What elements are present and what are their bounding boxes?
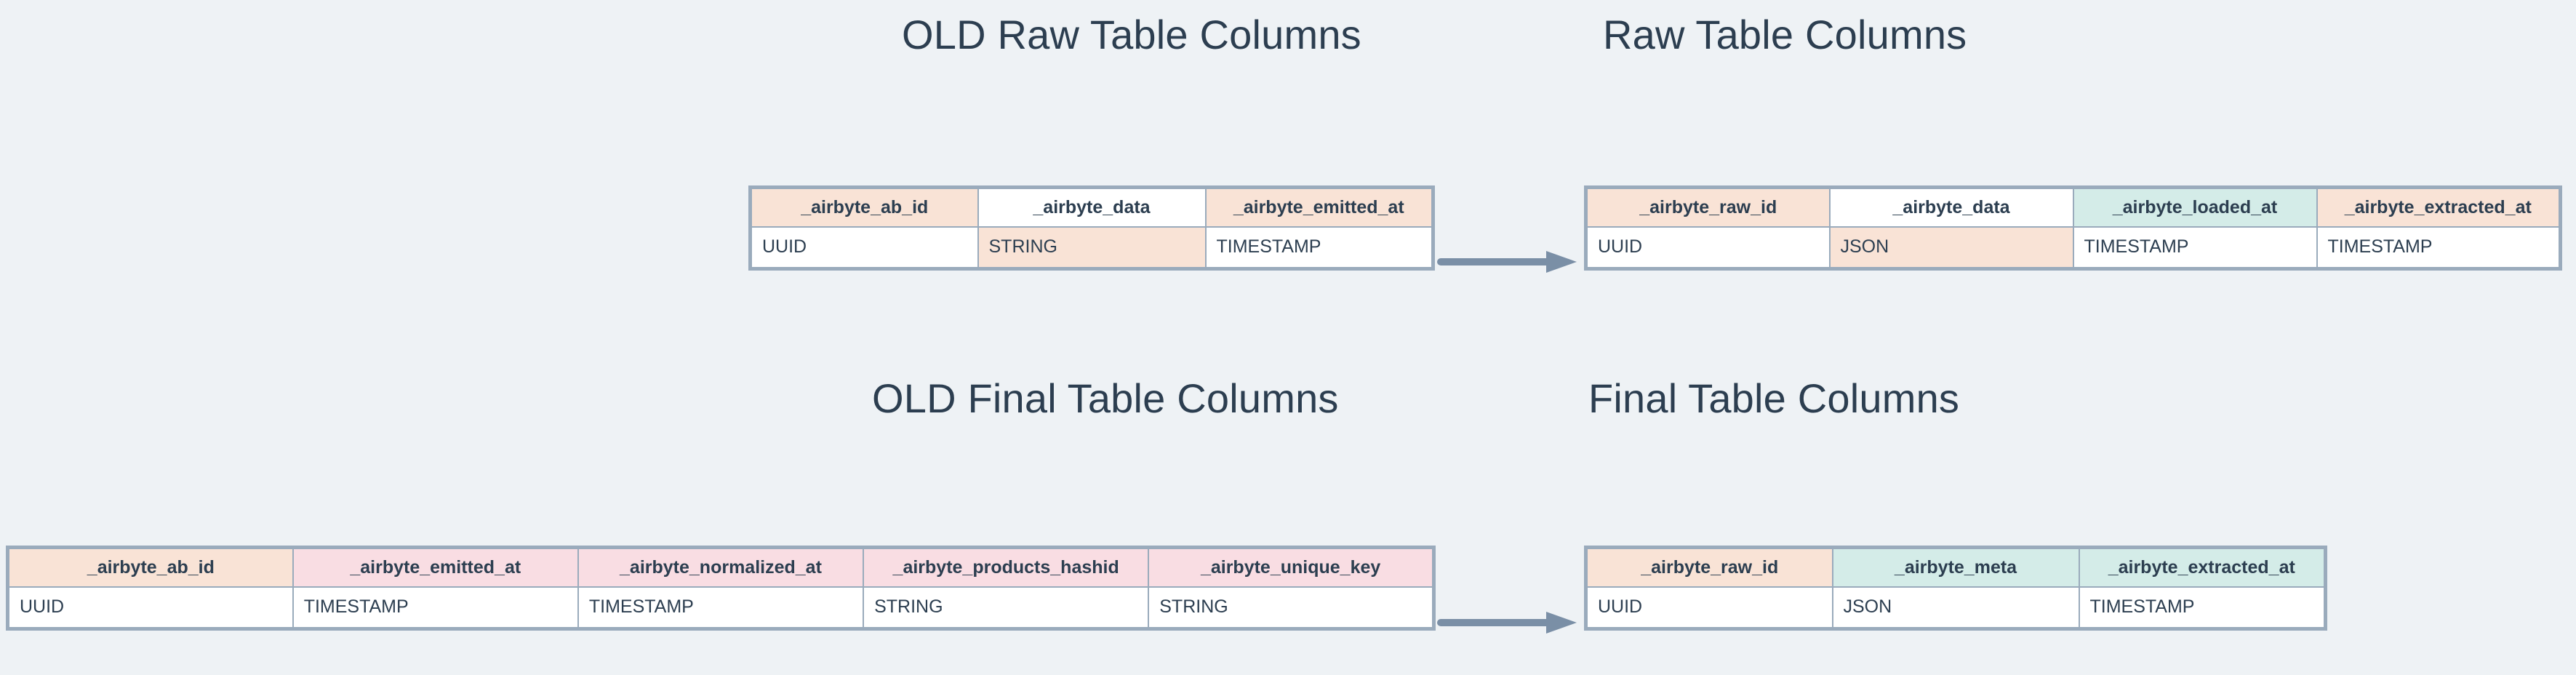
column-type-cell: STRING bbox=[1148, 586, 1435, 630]
column-type-cell: UUID bbox=[7, 586, 294, 630]
new-raw-schema-table: _airbyte_raw_id_airbyte_data_airbyte_loa… bbox=[1584, 185, 2562, 271]
column-type-cell: STRING bbox=[863, 586, 1150, 630]
old-final-table-title: OLD Final Table Columns bbox=[872, 375, 1339, 421]
column-header-cell: _airbyte_ab_id bbox=[749, 186, 979, 228]
column-type-cell: STRING bbox=[977, 225, 1207, 270]
column-type-cell: TIMESTAMP bbox=[2078, 586, 2327, 630]
column-type-cell: JSON bbox=[1831, 586, 2080, 630]
raw-migration-arrow bbox=[1437, 247, 1584, 276]
new-final-table-title: Final Table Columns bbox=[1588, 375, 1960, 421]
new-raw-table-title: Raw Table Columns bbox=[1603, 12, 1967, 57]
column-header-cell: _airbyte_emitted_at bbox=[1204, 186, 1434, 228]
arrow-right-icon bbox=[1437, 251, 1577, 273]
column-header-cell: _airbyte_raw_id bbox=[1585, 546, 1833, 588]
new-final-schema-table: _airbyte_raw_id_airbyte_meta_airbyte_ext… bbox=[1584, 546, 2327, 631]
column-header-cell: _airbyte_ab_id bbox=[7, 546, 294, 588]
old-final-schema-table: _airbyte_ab_id_airbyte_emitted_at_airbyt… bbox=[6, 546, 1436, 631]
column-header-cell: _airbyte_emitted_at bbox=[292, 546, 579, 588]
old-raw-schema-table: _airbyte_ab_id_airbyte_data_airbyte_emit… bbox=[748, 185, 1435, 271]
column-type-cell: TIMESTAMP bbox=[577, 586, 865, 630]
column-type-cell: TIMESTAMP bbox=[1204, 225, 1434, 270]
column-header-cell: _airbyte_data bbox=[1828, 186, 2074, 228]
column-header-cell: _airbyte_meta bbox=[1831, 546, 2080, 588]
column-type-cell: UUID bbox=[749, 225, 979, 270]
column-type-cell: TIMESTAMP bbox=[292, 586, 579, 630]
arrow-right-icon bbox=[1437, 612, 1577, 634]
column-header-cell: _airbyte_loaded_at bbox=[2072, 186, 2318, 228]
table-header-row: _airbyte_raw_id_airbyte_data_airbyte_loa… bbox=[1585, 186, 2561, 228]
final-migration-arrow bbox=[1437, 608, 1584, 637]
column-type-cell: TIMESTAMP bbox=[2316, 225, 2561, 270]
column-header-cell: _airbyte_unique_key bbox=[1148, 546, 1435, 588]
column-type-cell: TIMESTAMP bbox=[2072, 225, 2318, 270]
table-header-row: _airbyte_ab_id_airbyte_data_airbyte_emit… bbox=[749, 186, 1434, 228]
column-header-cell: _airbyte_products_hashid bbox=[863, 546, 1150, 588]
column-header-cell: _airbyte_normalized_at bbox=[577, 546, 865, 588]
column-type-cell: UUID bbox=[1585, 225, 1831, 270]
column-header-cell: _airbyte_extracted_at bbox=[2316, 186, 2561, 228]
column-header-cell: _airbyte_raw_id bbox=[1585, 186, 1831, 228]
column-type-cell: UUID bbox=[1585, 586, 1833, 630]
column-header-cell: _airbyte_data bbox=[977, 186, 1207, 228]
column-type-cell: JSON bbox=[1828, 225, 2074, 270]
table-header-row: _airbyte_raw_id_airbyte_meta_airbyte_ext… bbox=[1585, 546, 2327, 588]
old-raw-table-title: OLD Raw Table Columns bbox=[902, 12, 1361, 57]
column-header-cell: _airbyte_extracted_at bbox=[2078, 546, 2327, 588]
table-header-row: _airbyte_ab_id_airbyte_emitted_at_airbyt… bbox=[7, 546, 1435, 588]
